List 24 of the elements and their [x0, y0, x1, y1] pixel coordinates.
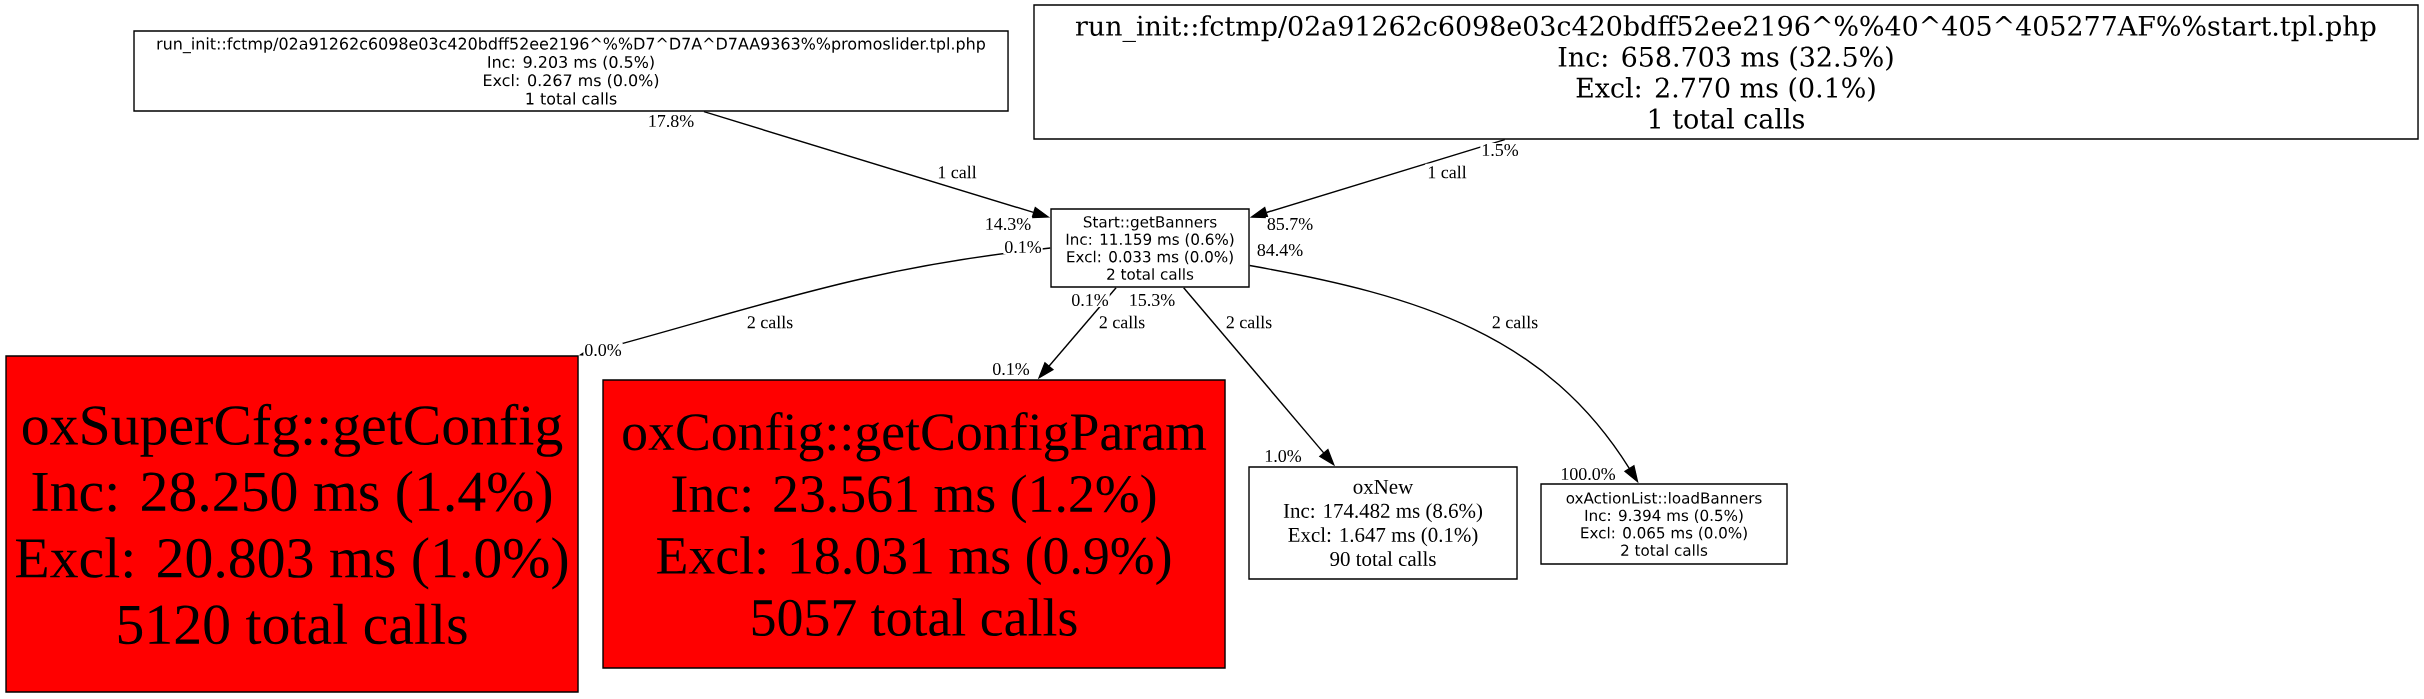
percentage-label: 15.3%: [1127, 292, 1177, 308]
percentage-label: 100.0%: [1559, 466, 1617, 482]
edge-label: 2 calls: [1223, 313, 1275, 331]
percentage-label: 17.8%: [646, 113, 696, 129]
function-box: oxNew Inc: 174.482 ms (8.6%) Excl: 1.647 ms (0.1%) 90 total calls: [1248, 466, 1518, 580]
percentage-label: 0.1%: [1003, 239, 1043, 255]
edge-label: 1 call: [935, 163, 979, 181]
percentage-label: 0.1%: [1070, 292, 1110, 308]
percentage-label: 85.7%: [1265, 216, 1315, 232]
function-box: Start::getBanners Inc: 11.159 ms (0.6%) Excl: 0.033 ms (0.0%) 2 total calls: [1050, 208, 1250, 288]
function-box: run_init::fctmp/02a91262c6098e03c420bdff52ee2196^%%40^405^405277AF%%start.tpl.php Inc: 658.703 ms (32.5%) Excl: 2.770 ms (0.1%) 1 total calls: [1033, 4, 2419, 140]
edge-label: 2 calls: [744, 313, 796, 331]
percentage-label: 14.3%: [983, 216, 1033, 232]
function-box: run_init::fctmp/02a91262c6098e03c420bdff52ee2196^%%D7^D7A^D7AA9363%%promoslider.tpl.php Inc: 9.203 ms (0.5%) Excl: 0.267 ms (0.0%) 1 total calls: [133, 30, 1009, 112]
edge-label: 1 call: [1425, 163, 1469, 181]
function-box: oxSuperCfg::getConfig Inc: 28.250 ms (1.4%) Excl: 20.803 ms (1.0%) 5120 total calls: [5, 355, 579, 693]
percentage-label: 1.5%: [1480, 142, 1520, 158]
percentage-label: 84.4%: [1255, 242, 1305, 258]
edge-label: 2 calls: [1489, 313, 1541, 331]
percentage-label: 0.0%: [583, 342, 623, 358]
percentage-label: 1.0%: [1263, 448, 1303, 464]
function-box: oxActionList::loadBanners Inc: 9.394 ms (0.5%) Excl: 0.065 ms (0.0%) 2 total calls: [1540, 483, 1788, 565]
function-box: oxConfig::getConfigParam Inc: 23.561 ms (1.2%) Excl: 18.031 ms (0.9%) 5057 total calls: [602, 379, 1226, 669]
edge-label: 2 calls: [1096, 313, 1148, 331]
